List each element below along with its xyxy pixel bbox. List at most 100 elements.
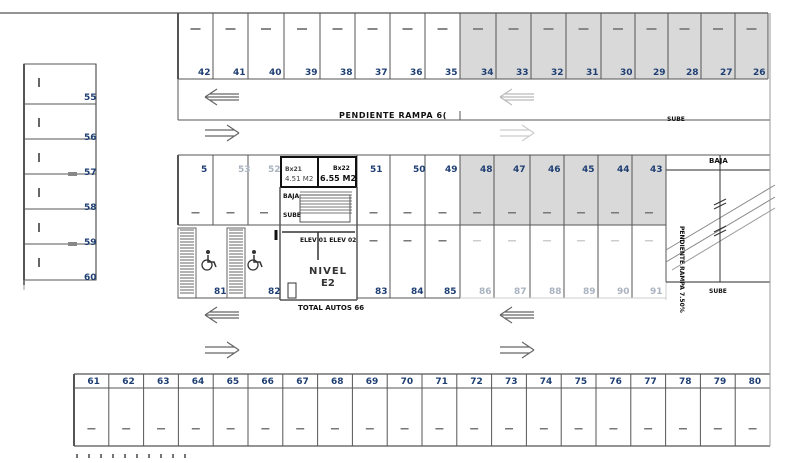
- accessibility-wheel: [247, 259, 259, 271]
- space-number: 40: [269, 68, 282, 78]
- space-marker: [403, 212, 412, 214]
- space-marker: [746, 28, 757, 30]
- space-marker: [508, 212, 516, 214]
- space-marker: [645, 212, 653, 214]
- space-marker: [296, 428, 305, 430]
- space-number: 91: [650, 287, 663, 297]
- space-number: 48: [480, 165, 493, 175]
- space-marker: [226, 428, 235, 430]
- space-number: 65: [226, 377, 240, 387]
- space-number: 30: [620, 68, 633, 78]
- space-number: 38: [340, 68, 353, 78]
- space-number: 42: [198, 68, 211, 78]
- total-autos-label: TOTAL AUTOS 66: [298, 304, 365, 312]
- space-number: 74: [539, 377, 553, 387]
- bodega-right-code: Bx22: [333, 165, 350, 172]
- direction-arrow: [204, 306, 239, 324]
- space-number: 47: [513, 165, 526, 175]
- space-number: 61: [87, 377, 100, 387]
- space-marker: [191, 212, 200, 214]
- parking-space-shaded: [601, 13, 635, 79]
- ramp-edge: [671, 207, 776, 271]
- space-marker: [438, 240, 447, 242]
- space-marker: [437, 28, 448, 30]
- parking-space-shaded: [635, 13, 668, 79]
- space-number: 78: [679, 377, 692, 387]
- direction-arrow: [205, 124, 240, 142]
- arrow-shape: [205, 124, 240, 142]
- space-number: 84: [411, 287, 424, 297]
- arrow-shape: [499, 306, 534, 324]
- space-number: 44: [617, 165, 630, 175]
- space-number: 69: [365, 377, 379, 387]
- space-number: 72: [470, 377, 483, 387]
- direction-arrow: [205, 341, 240, 359]
- parking-space-shaded: [735, 13, 768, 79]
- space-marker: [539, 428, 548, 430]
- ramp-break: [713, 225, 727, 233]
- space-marker: [508, 240, 516, 242]
- space-number: 73: [505, 377, 518, 387]
- space-marker: [679, 428, 687, 430]
- space-number: 71: [435, 377, 448, 387]
- space-marker: [543, 212, 551, 214]
- direction-arrow: [204, 88, 239, 106]
- space-marker: [369, 212, 378, 214]
- space-number: 32: [551, 68, 564, 78]
- space-number: 41: [233, 68, 246, 78]
- space-number: 64: [191, 377, 205, 387]
- space-marker: [369, 240, 378, 242]
- sube-right-label: SUBE: [709, 288, 727, 295]
- foundation-mark: [148, 454, 150, 458]
- space-marker: [505, 428, 513, 430]
- parking-space-shaded: [566, 13, 601, 79]
- accessibility-icon: [201, 250, 217, 271]
- ramp-right-label: PENDIENTE RAMPA 7.50%: [678, 226, 685, 313]
- foundation-mark: [100, 454, 102, 458]
- space-marker: [611, 212, 619, 214]
- space-number: 90: [617, 287, 630, 297]
- baja-right-label: BAJA: [709, 157, 728, 165]
- ramp-break: [713, 202, 727, 210]
- space-marker: [402, 28, 413, 30]
- space-number: 68: [331, 377, 344, 387]
- direction-arrow: [499, 88, 534, 106]
- space-marker: [645, 240, 653, 242]
- accessibility-wheel: [201, 259, 213, 271]
- space-marker: [38, 223, 40, 232]
- space-number: 67: [296, 377, 309, 387]
- accessibility-head: [252, 250, 256, 254]
- ramp-break: [713, 198, 727, 206]
- space-marker: [261, 428, 270, 430]
- space-number: 27: [720, 68, 733, 78]
- elevator-door: [287, 282, 297, 299]
- space-marker: [331, 428, 339, 430]
- foundation-mark: [184, 454, 186, 458]
- space-number: 70: [400, 377, 414, 387]
- arrow-shape: [204, 88, 239, 106]
- space-number: 37: [375, 68, 388, 78]
- space-number: 66: [261, 377, 274, 387]
- space-number: 31: [586, 68, 599, 78]
- space-marker: [38, 153, 40, 162]
- direction-arrow: [500, 341, 535, 359]
- space-number: 53: [238, 165, 251, 175]
- space-marker: [470, 428, 479, 430]
- sube-stair-label: SUBE: [283, 212, 301, 219]
- space-number: 34: [481, 68, 494, 78]
- space-number: 43: [650, 165, 663, 175]
- space-marker: [748, 428, 757, 430]
- space-number: 62: [122, 377, 135, 387]
- space-number: 60: [84, 273, 97, 283]
- space-number: 82: [268, 287, 281, 297]
- space-number: 29: [653, 68, 666, 78]
- space-marker: [609, 428, 618, 430]
- space-number: 76: [609, 377, 622, 387]
- parking-space-shaded: [701, 13, 735, 79]
- accessibility-head: [206, 250, 210, 254]
- space-number: 49: [445, 165, 458, 175]
- foundation-mark: [160, 454, 162, 458]
- space-marker: [190, 28, 201, 30]
- space-number: 36: [410, 68, 423, 78]
- foundation-mark: [136, 454, 138, 458]
